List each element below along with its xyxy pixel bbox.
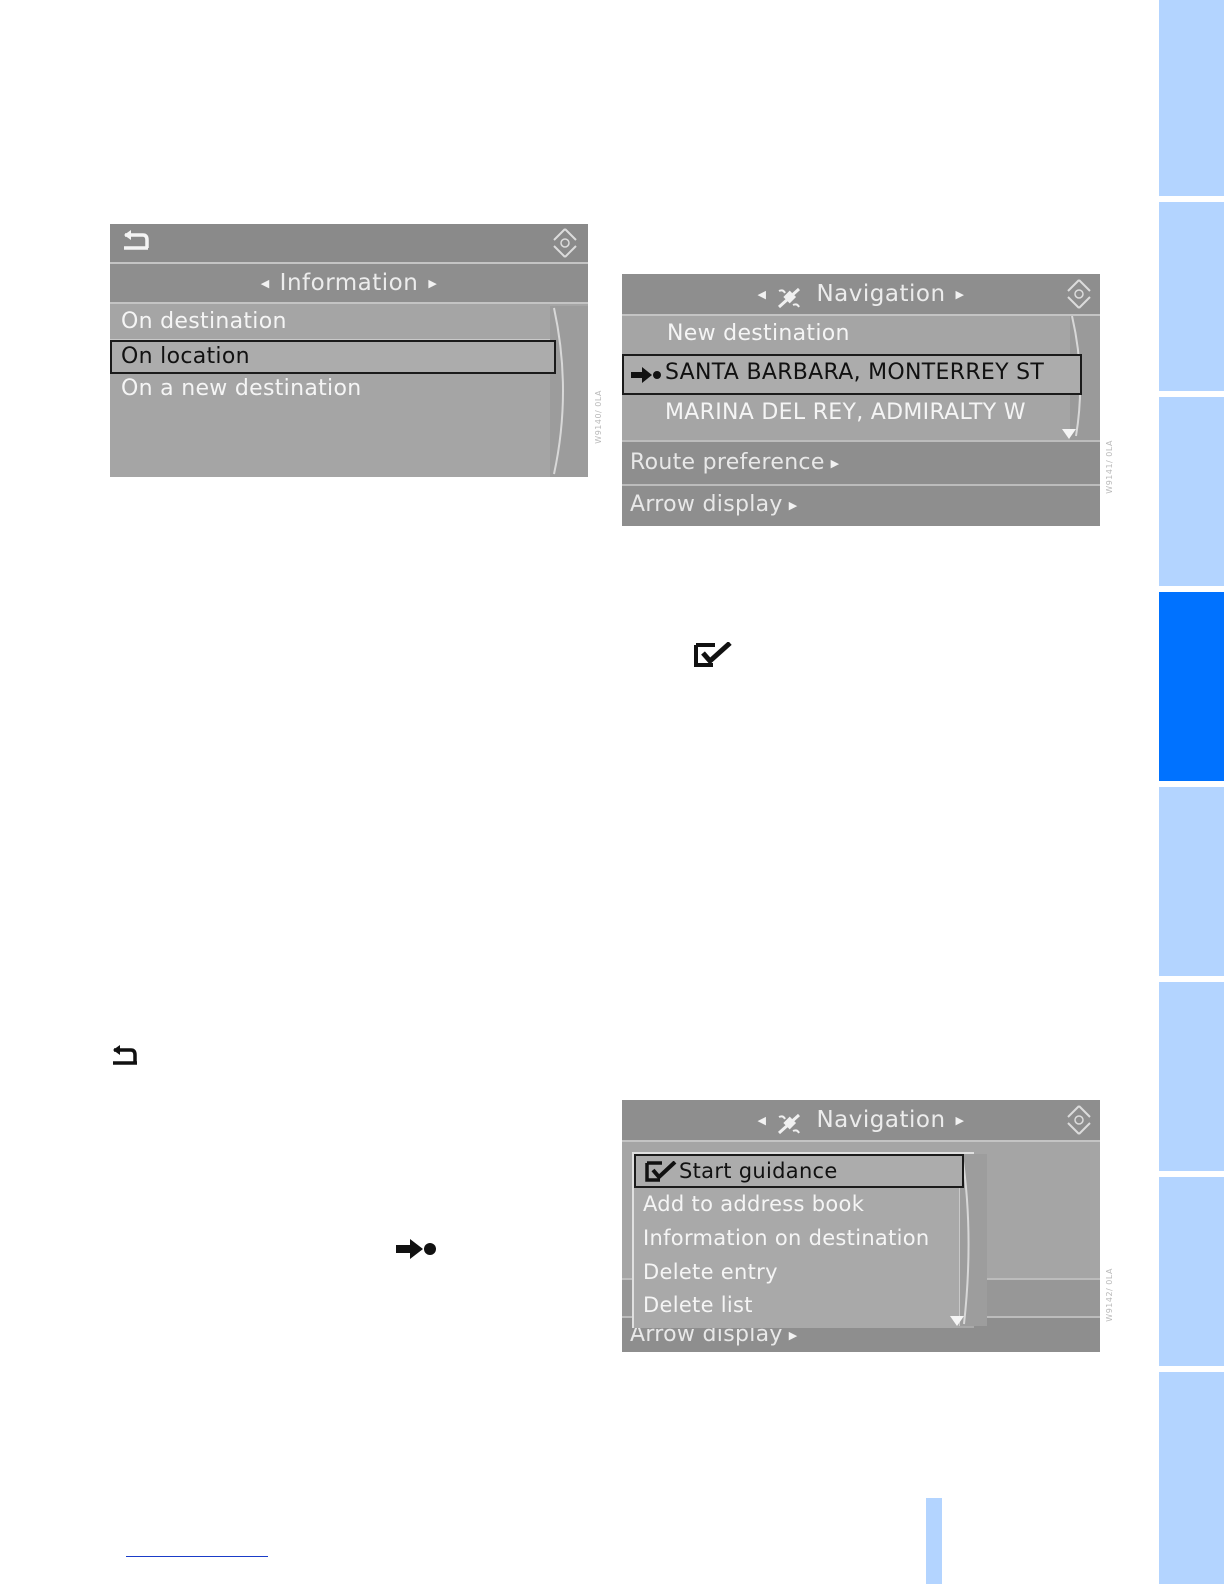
title-bar: ◀ Navigation▶ [622, 1100, 1100, 1142]
on-destination-option[interactable]: On destination [121, 309, 287, 334]
selected-list-item[interactable]: On location [110, 340, 556, 374]
route-preference-row[interactable]: Route preference▶ [622, 440, 1100, 484]
section-tab-1[interactable] [1159, 0, 1224, 196]
title-bar: ◀ Navigation▶ [622, 274, 1100, 316]
section-tab-3[interactable] [1159, 397, 1224, 586]
back-arrow-icon[interactable] [121, 230, 151, 260]
destination-arrow-icon [395, 1239, 437, 1263]
controller-icon [1062, 1103, 1096, 1141]
section-tab-5[interactable] [1159, 787, 1224, 976]
previous-page-icon[interactable]: ◀ [757, 287, 767, 301]
controller-icon [1062, 277, 1096, 315]
image-code: W9141/ 0LA [1105, 440, 1114, 494]
satellite-icon [776, 1109, 802, 1134]
page-number-bar [926, 1498, 942, 1584]
image-code: W9140/ 0LA [594, 390, 603, 444]
back-arrow-icon [110, 1045, 140, 1073]
screen-title: ◀ Navigation▶ [757, 281, 965, 308]
navigation-screen: ◀ Navigation▶ New destination SANTA BARB… [622, 274, 1100, 526]
list-item[interactable]: On destination [110, 306, 550, 341]
previous-page-icon[interactable]: ◀ [757, 1113, 767, 1127]
on-new-destination-option[interactable]: On a new destination [121, 376, 362, 401]
next-page-icon[interactable]: ▶ [955, 1113, 965, 1127]
delete-entry-option[interactable]: Delete entry [643, 1260, 778, 1284]
top-bar [110, 224, 588, 264]
information-screen: ◀Information▶ On destination On location… [110, 224, 588, 477]
controller-icon [548, 226, 582, 264]
footer-rule [126, 1556, 268, 1557]
destination-arrow-icon [630, 367, 662, 387]
list-item[interactable]: New destination [622, 316, 1070, 354]
next-page-icon[interactable]: ▶ [955, 287, 965, 301]
context-menu: Start guidance Add to address book Infor… [632, 1152, 987, 1330]
scroll-down-icon[interactable] [950, 1311, 964, 1330]
image-code: W9142/ 0LA [1105, 1268, 1114, 1322]
section-tab-6[interactable] [1159, 982, 1224, 1171]
screen-title: ◀ Navigation▶ [757, 1107, 965, 1134]
marina-del-rey-destination[interactable]: MARINA DEL REY, ADMIRALTY W [665, 400, 1026, 425]
scroll-rail[interactable] [550, 306, 588, 477]
santa-barbara-destination[interactable]: SANTA BARBARA, MONTERREY ST [665, 360, 1045, 385]
section-tab-2[interactable] [1159, 202, 1224, 391]
satellite-icon [776, 283, 802, 308]
new-destination-option[interactable]: New destination [667, 321, 850, 346]
arrow-display-label[interactable]: Arrow display▶ [630, 492, 798, 517]
on-location-option[interactable]: On location [121, 344, 250, 369]
title-bar: ◀Information▶ [110, 264, 588, 304]
section-tab-8[interactable] [1159, 1372, 1224, 1584]
information-on-destination-option[interactable]: Information on destination [643, 1226, 930, 1250]
arrow-display-row[interactable]: Arrow display▶ [622, 484, 1100, 526]
previous-page-icon[interactable]: ◀ [260, 276, 270, 290]
scroll-rail[interactable] [959, 1154, 987, 1326]
section-tab-7[interactable] [1159, 1177, 1224, 1366]
scroll-down-icon[interactable] [1062, 424, 1076, 443]
screen-title: ◀Information▶ [260, 270, 438, 296]
selected-menu-item[interactable]: Start guidance [634, 1154, 964, 1188]
next-page-icon[interactable]: ▶ [428, 276, 438, 290]
list-item[interactable]: MARINA DEL REY, ADMIRALTY W [622, 395, 1070, 437]
delete-list-option[interactable]: Delete list [643, 1293, 753, 1317]
selected-list-item[interactable]: SANTA BARBARA, MONTERREY ST [622, 354, 1082, 395]
start-guidance-checkmark-icon [693, 641, 733, 672]
start-guidance-option[interactable]: Start guidance [679, 1159, 838, 1183]
add-to-address-book-option[interactable]: Add to address book [643, 1192, 865, 1216]
navigation-menu-screen: ◀ Navigation▶ Arrow display▶ Start guida… [622, 1100, 1100, 1352]
section-tab-4-active[interactable] [1159, 592, 1224, 781]
start-guidance-checkmark-icon [645, 1160, 677, 1187]
list-item[interactable]: On a new destination [110, 374, 550, 406]
route-preference-label[interactable]: Route preference▶ [630, 450, 840, 475]
